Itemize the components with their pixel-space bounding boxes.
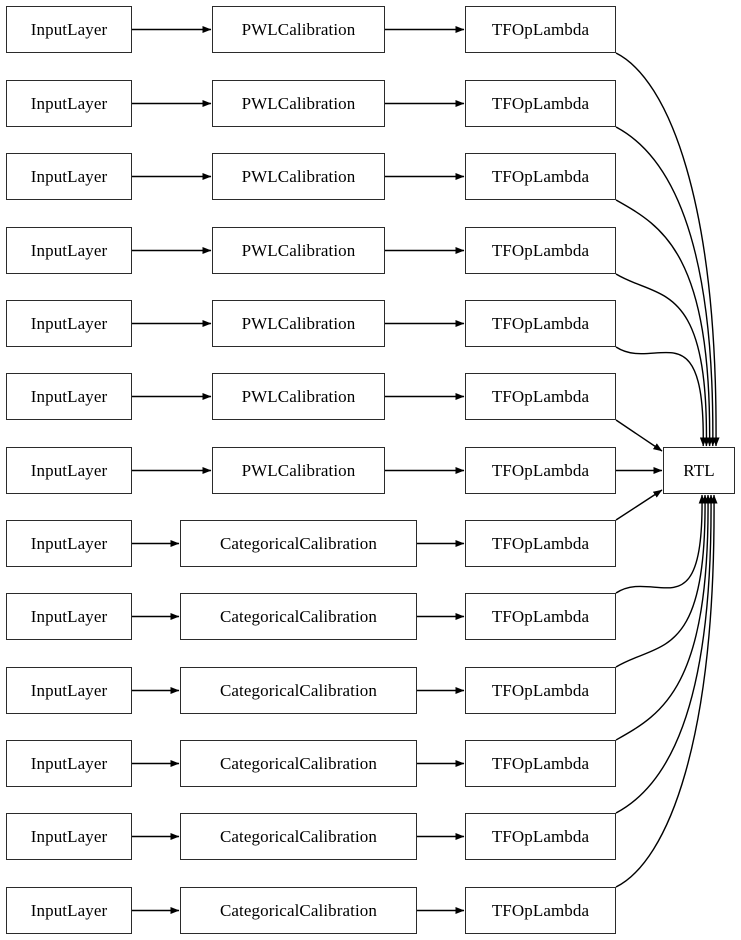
node-input-layer-11-label: InputLayer [30, 826, 108, 846]
node-calibration-12[interactable]: CategoricalCalibration [180, 887, 417, 934]
node-input-layer-11[interactable]: InputLayer [6, 813, 132, 860]
node-calibration-9[interactable]: CategoricalCalibration [180, 667, 417, 714]
node-tfoplambda-1[interactable]: TFOpLambda [465, 80, 616, 127]
edge-lambda-to-rtl-0 [615, 52, 720, 447]
node-input-layer-10-label: InputLayer [30, 753, 108, 773]
node-tfoplambda-5[interactable]: TFOpLambda [465, 373, 616, 420]
node-tfoplambda-11[interactable]: TFOpLambda [465, 813, 616, 860]
node-input-layer-6[interactable]: InputLayer [6, 447, 132, 494]
node-tfoplambda-6-label: TFOpLambda [491, 460, 590, 480]
node-input-layer-2[interactable]: InputLayer [6, 153, 132, 200]
node-tfoplambda-6[interactable]: TFOpLambda [465, 447, 616, 494]
node-input-layer-3[interactable]: InputLayer [6, 227, 132, 274]
edge-lambda-to-rtl-3 [615, 273, 711, 447]
node-tfoplambda-12[interactable]: TFOpLambda [465, 887, 616, 934]
node-tfoplambda-12-label: TFOpLambda [491, 900, 590, 920]
node-tfoplambda-5-label: TFOpLambda [491, 386, 590, 406]
edge-lambda-to-rtl-5 [615, 419, 663, 452]
node-tfoplambda-10-label: TFOpLambda [491, 753, 590, 773]
edge-lambda-to-rtl-8 [615, 494, 706, 594]
node-calibration-4[interactable]: PWLCalibration [212, 300, 385, 347]
node-calibration-1-label: PWLCalibration [241, 93, 356, 113]
node-calibration-12-label: CategoricalCalibration [219, 900, 378, 920]
node-input-layer-8[interactable]: InputLayer [6, 593, 132, 640]
node-calibration-5[interactable]: PWLCalibration [212, 373, 385, 420]
node-calibration-11-label: CategoricalCalibration [219, 826, 378, 846]
node-input-layer-4[interactable]: InputLayer [6, 300, 132, 347]
node-calibration-10[interactable]: CategoricalCalibration [180, 740, 417, 787]
node-calibration-7[interactable]: CategoricalCalibration [180, 520, 417, 567]
node-calibration-6-label: PWLCalibration [241, 460, 356, 480]
node-input-layer-8-label: InputLayer [30, 606, 108, 626]
node-tfoplambda-2[interactable]: TFOpLambda [465, 153, 616, 200]
node-tfoplambda-7-label: TFOpLambda [491, 533, 590, 553]
node-tfoplambda-9[interactable]: TFOpLambda [465, 667, 616, 714]
node-calibration-0[interactable]: PWLCalibration [212, 6, 385, 53]
node-tfoplambda-8-label: TFOpLambda [491, 606, 590, 626]
node-calibration-2-label: PWLCalibration [241, 166, 356, 186]
edge-lambda-to-rtl-2 [615, 199, 714, 447]
node-input-layer-1[interactable]: InputLayer [6, 80, 132, 127]
node-tfoplambda-11-label: TFOpLambda [491, 826, 590, 846]
node-input-layer-7[interactable]: InputLayer [6, 520, 132, 567]
node-calibration-11[interactable]: CategoricalCalibration [180, 813, 417, 860]
edge-lambda-to-rtl-11 [615, 494, 715, 814]
node-tfoplambda-4-label: TFOpLambda [491, 313, 590, 333]
edge-lambda-to-rtl-1 [615, 126, 717, 447]
node-rtl-output[interactable]: RTL [663, 447, 735, 494]
node-tfoplambda-2-label: TFOpLambda [491, 166, 590, 186]
node-input-layer-0-label: InputLayer [30, 19, 108, 39]
node-calibration-2[interactable]: PWLCalibration [212, 153, 385, 200]
node-calibration-3-label: PWLCalibration [241, 240, 356, 260]
node-input-layer-5[interactable]: InputLayer [6, 373, 132, 420]
node-tfoplambda-10[interactable]: TFOpLambda [465, 740, 616, 787]
node-tfoplambda-3[interactable]: TFOpLambda [465, 227, 616, 274]
node-calibration-1[interactable]: PWLCalibration [212, 80, 385, 127]
node-input-layer-12-label: InputLayer [30, 900, 108, 920]
node-rtl-output-label: RTL [683, 460, 715, 480]
node-input-layer-0[interactable]: InputLayer [6, 6, 132, 53]
node-input-layer-4-label: InputLayer [30, 313, 108, 333]
node-input-layer-7-label: InputLayer [30, 533, 108, 553]
edge-lambda-to-rtl-10 [615, 494, 712, 741]
node-calibration-5-label: PWLCalibration [241, 386, 356, 406]
node-input-layer-3-label: InputLayer [30, 240, 108, 260]
node-calibration-7-label: CategoricalCalibration [219, 533, 378, 553]
node-calibration-9-label: CategoricalCalibration [219, 680, 378, 700]
edge-lambda-to-rtl-12 [615, 494, 718, 888]
node-tfoplambda-3-label: TFOpLambda [491, 240, 590, 260]
node-input-layer-10[interactable]: InputLayer [6, 740, 132, 787]
node-tfoplambda-0-label: TFOpLambda [491, 19, 590, 39]
node-input-layer-9[interactable]: InputLayer [6, 667, 132, 714]
node-calibration-8[interactable]: CategoricalCalibration [180, 593, 417, 640]
node-tfoplambda-1-label: TFOpLambda [491, 93, 590, 113]
node-input-layer-1-label: InputLayer [30, 93, 108, 113]
node-input-layer-9-label: InputLayer [30, 680, 108, 700]
node-calibration-4-label: PWLCalibration [241, 313, 356, 333]
edge-lambda-to-rtl-4 [615, 346, 707, 447]
node-input-layer-12[interactable]: InputLayer [6, 887, 132, 934]
edge-lambda-to-rtl-9 [615, 494, 709, 668]
node-tfoplambda-0[interactable]: TFOpLambda [465, 6, 616, 53]
node-calibration-0-label: PWLCalibration [241, 19, 356, 39]
node-tfoplambda-8[interactable]: TFOpLambda [465, 593, 616, 640]
node-tfoplambda-9-label: TFOpLambda [491, 680, 590, 700]
edge-lambda-to-rtl-7 [615, 489, 663, 521]
node-calibration-8-label: CategoricalCalibration [219, 606, 378, 626]
node-calibration-6[interactable]: PWLCalibration [212, 447, 385, 494]
node-input-layer-5-label: InputLayer [30, 386, 108, 406]
node-tfoplambda-4[interactable]: TFOpLambda [465, 300, 616, 347]
node-input-layer-6-label: InputLayer [30, 460, 108, 480]
node-tfoplambda-7[interactable]: TFOpLambda [465, 520, 616, 567]
node-input-layer-2-label: InputLayer [30, 166, 108, 186]
node-calibration-10-label: CategoricalCalibration [219, 753, 378, 773]
node-calibration-3[interactable]: PWLCalibration [212, 227, 385, 274]
